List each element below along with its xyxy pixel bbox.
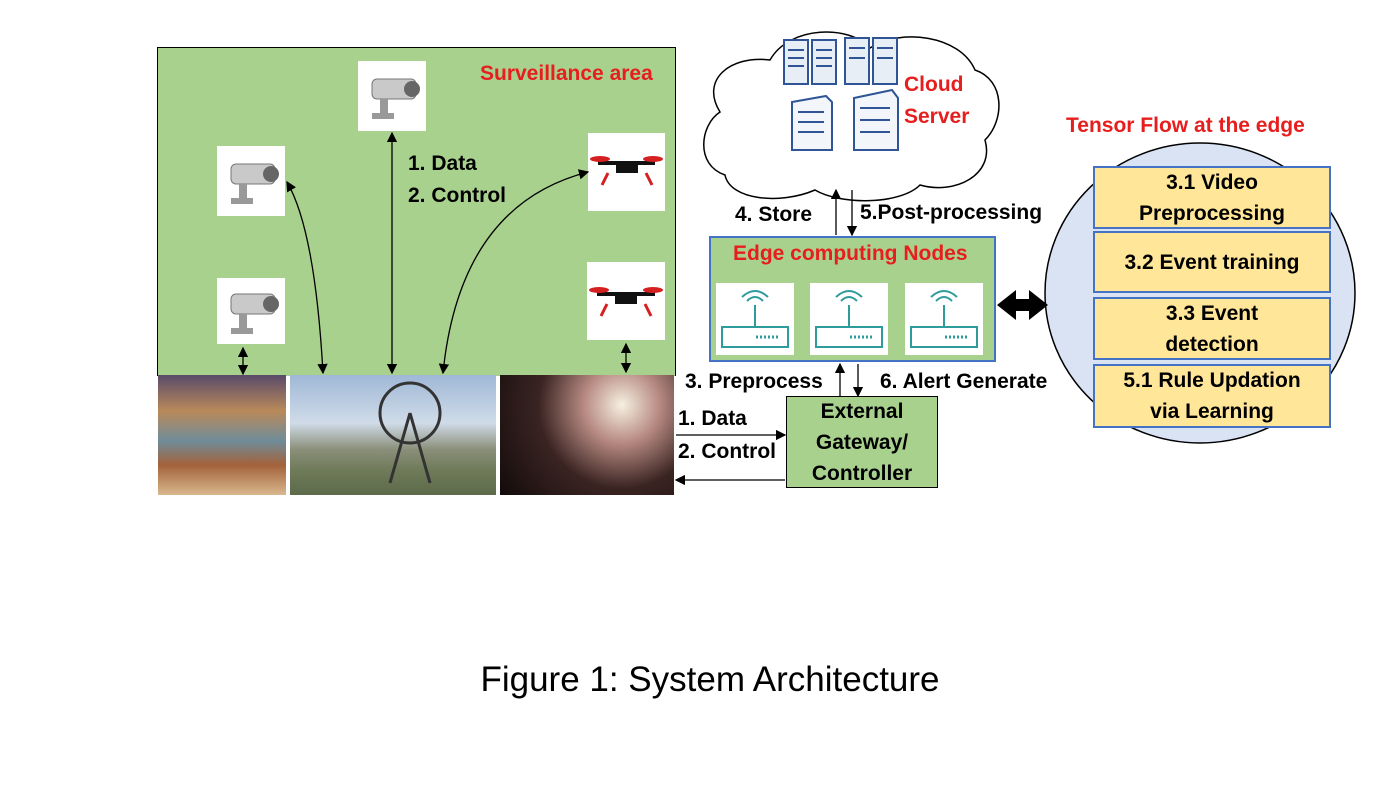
camera-left-lower xyxy=(217,278,285,344)
drone-lower xyxy=(587,262,665,340)
server-rack-icon xyxy=(843,36,901,88)
alert-generate-label: 6. Alert Generate xyxy=(880,370,1048,393)
edge-node-1 xyxy=(716,283,794,355)
wifi-router-icon xyxy=(721,290,789,348)
wifi-router-icon xyxy=(815,290,883,348)
server-tower-icon xyxy=(786,92,836,154)
cloud-shape xyxy=(703,31,1000,202)
edge-node-2 xyxy=(810,283,888,355)
cloud-label-line1: Cloud xyxy=(904,73,964,96)
drone-upper xyxy=(588,133,665,211)
arrow-camera-left-upper xyxy=(286,180,328,375)
camera-left-upper xyxy=(217,146,285,216)
wifi-router-icon xyxy=(910,290,978,348)
step-event-training: 3.2 Event training xyxy=(1093,231,1331,293)
server-rack-icon xyxy=(782,38,840,88)
post-processing-label: 5.Post-processing xyxy=(860,201,1043,224)
cctv-camera-icon xyxy=(230,293,279,334)
arrow-drone-upper xyxy=(438,169,590,375)
camera-top xyxy=(358,61,426,131)
step-video-preprocessing: 3.1 Video Preprocessing xyxy=(1093,166,1331,229)
drone-icon xyxy=(590,156,663,186)
cctv-camera-icon xyxy=(371,78,420,119)
external-gateway-controller: External Gateway/ Controller xyxy=(786,396,938,488)
figure-caption: Figure 1: System Architecture xyxy=(480,660,940,699)
edge-computing-title: Edge computing Nodes xyxy=(733,242,968,265)
drone-icon xyxy=(589,287,663,317)
surveillance-area-title: Surveillance area xyxy=(480,62,653,85)
gateway-data-label: 1. Data xyxy=(678,407,747,430)
fairground-photo xyxy=(290,375,496,495)
cctv-camera-icon xyxy=(230,163,279,204)
edge-node-3 xyxy=(905,283,983,355)
preprocess-label: 3. Preprocess xyxy=(685,370,823,393)
store-label: 4. Store xyxy=(735,203,813,226)
ferris-wheel-icon xyxy=(378,381,442,484)
tensorflow-title: Tensor Flow at the edge xyxy=(1066,114,1305,137)
bidirectional-arrow-icon xyxy=(997,290,1048,320)
cloud-label-line2: Server xyxy=(904,105,970,128)
step-event-detection: 3.3 Event detection xyxy=(1093,297,1331,360)
concert-crowd-photo xyxy=(500,375,674,495)
river-crowd-photo xyxy=(158,375,286,495)
server-tower-icon xyxy=(848,86,902,154)
step-rule-updation: 5.1 Rule Updation via Learning xyxy=(1093,364,1331,428)
gateway-control-label: 2. Control xyxy=(678,440,776,463)
